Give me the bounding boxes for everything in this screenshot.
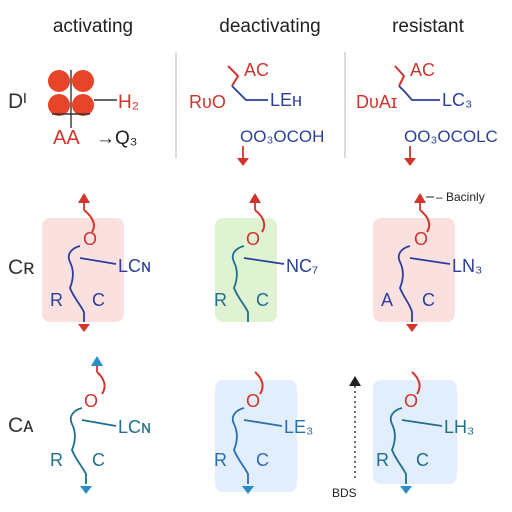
- red-squiggle: [254, 371, 264, 395]
- o-label: O: [83, 229, 97, 249]
- backbone: [397, 245, 413, 322]
- c-label: C: [422, 290, 435, 310]
- red-arrowhead-up: [249, 193, 261, 203]
- o-label: O: [84, 391, 98, 411]
- column-heading-activating: activating: [53, 16, 133, 37]
- dot-cluster: [48, 70, 117, 128]
- lcn-label: LCɴ: [118, 417, 151, 437]
- bds-label: BDS: [332, 486, 357, 500]
- side-bond: [243, 257, 285, 265]
- row-label-cr: Cʀ: [8, 256, 35, 279]
- backbone: [231, 245, 249, 322]
- squiggle-top-resistant: [394, 65, 406, 87]
- squiggle-top: [227, 65, 240, 87]
- backbone: [389, 407, 407, 484]
- row-label-ca: Cᴀ: [8, 414, 34, 437]
- r-label: R: [50, 450, 63, 470]
- red-squiggle: [96, 371, 106, 395]
- q3-label: →Q₃: [96, 128, 138, 149]
- o-label: O: [246, 391, 260, 411]
- red-arrowhead-down: [78, 324, 90, 332]
- c-label: C: [92, 290, 105, 310]
- ln3-label: LN₃: [452, 256, 482, 276]
- blue-arrowhead-down: [400, 486, 412, 494]
- red-squiggle: [83, 209, 95, 233]
- panel-deactivating-cr: [215, 218, 277, 322]
- red-arrowhead-down: [237, 158, 249, 166]
- dot: [48, 70, 70, 92]
- backbone-deactivating: [231, 85, 268, 101]
- backbone: [231, 407, 249, 484]
- dot: [48, 94, 70, 116]
- h2-label: H₂: [118, 92, 139, 113]
- dot: [72, 94, 94, 116]
- chain-label-deactivating: OO₃OCOH: [240, 127, 324, 146]
- backbone-resistant: [398, 85, 440, 101]
- c-label: C: [256, 450, 269, 470]
- column-heading-resistant: resistant: [392, 16, 465, 37]
- side-bond: [81, 419, 117, 427]
- red-arrowhead-down: [406, 324, 418, 332]
- side-bond: [401, 419, 443, 427]
- nc7-label: NC₇: [286, 256, 318, 276]
- red-arrowhead-down: [404, 158, 416, 166]
- le3-label: LE₃: [284, 417, 313, 437]
- r-label: R: [376, 450, 389, 470]
- le-label: LEʜ: [270, 90, 302, 110]
- r-label: R: [50, 290, 63, 310]
- panel-resistant-ca: [373, 380, 457, 484]
- side-bond: [409, 257, 451, 265]
- side-bond: [79, 257, 117, 265]
- red-arrowhead-up: [414, 193, 426, 203]
- blue-arrowhead-up: [91, 356, 103, 366]
- panel-activating-cr: [42, 218, 124, 322]
- panel-resistant-cr: [373, 218, 455, 322]
- red-squiggle: [411, 371, 421, 395]
- o-label: O: [246, 229, 260, 249]
- o-label: O: [414, 229, 428, 249]
- column-heading-deactivating: deactivating: [219, 16, 320, 37]
- aa-label: AA: [53, 127, 80, 149]
- r-label: R: [214, 290, 227, 310]
- panel-deactivating-ca: [215, 380, 297, 492]
- blue-arrowhead-down: [242, 486, 254, 494]
- c-label: C: [416, 450, 429, 470]
- r-label: R: [214, 450, 227, 470]
- lcn-label: LCɴ: [118, 256, 151, 276]
- side-bond: [243, 419, 283, 427]
- lc3-label: LC₃: [442, 90, 472, 110]
- chain-label-resistant: OO₃OCOLC: [404, 127, 498, 146]
- da-label: DᴜAɪ: [356, 92, 397, 112]
- bacinly-note: – Bacinly: [436, 190, 485, 204]
- c-label: C: [92, 450, 105, 470]
- lh3-label: LH₃: [444, 417, 474, 437]
- red-arrowhead-up: [78, 193, 90, 203]
- row-label-d: Dᴵ: [8, 90, 27, 113]
- blue-arrowhead-down: [80, 486, 92, 494]
- o-label: O: [404, 391, 418, 411]
- ac-label-deactivating: AC: [244, 60, 269, 80]
- ro-label: RᴜO: [189, 92, 226, 112]
- c-label: C: [256, 290, 269, 310]
- backbone: [69, 407, 87, 484]
- red-squiggle: [419, 209, 431, 233]
- dotted-arrowhead-up: [349, 376, 361, 386]
- a-label: A: [381, 290, 393, 310]
- red-squiggle: [254, 209, 266, 233]
- backbone: [67, 245, 85, 322]
- dot: [72, 70, 94, 92]
- ac-label-resistant: AC: [410, 60, 435, 80]
